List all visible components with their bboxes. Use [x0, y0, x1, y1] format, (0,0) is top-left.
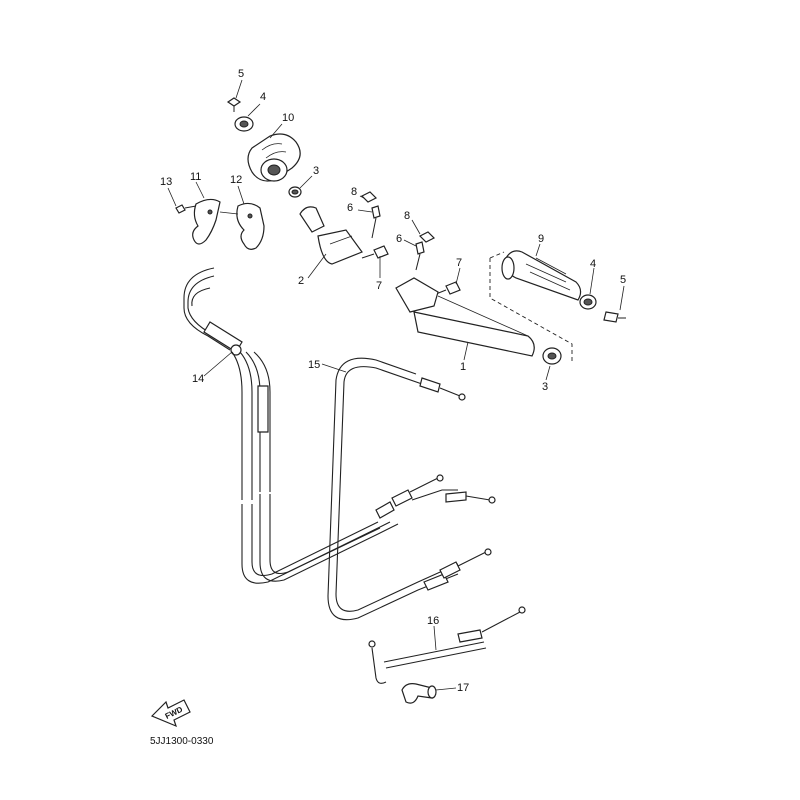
screw-5-right — [603, 311, 626, 323]
bracket-half-12 — [236, 202, 265, 250]
collar-3-upper — [288, 186, 302, 198]
callout-4-right: 4 — [590, 258, 596, 270]
callout-9: 9 — [538, 233, 544, 245]
callout-10: 10 — [282, 112, 294, 124]
handlebar-holder-1 — [395, 277, 535, 357]
callout-6-b: 6 — [396, 233, 402, 245]
cap-8-b — [418, 231, 436, 243]
fwd-arrow-icon: FWD — [150, 699, 191, 728]
callout-15: 15 — [308, 359, 320, 371]
callout-16: 16 — [427, 615, 439, 627]
callout-1: 1 — [460, 361, 466, 373]
callout-14: 14 — [192, 373, 204, 385]
callout-12: 12 — [230, 174, 242, 186]
throttle-cables-14 — [183, 267, 496, 584]
leader-lines — [167, 79, 625, 691]
clutch-cable-15 — [327, 357, 492, 621]
throttle-housing-2 — [299, 206, 363, 265]
bolt-6-b — [415, 241, 425, 271]
drawing-code: 5JJ1300-0330 — [150, 736, 214, 747]
callout-2: 2 — [298, 275, 304, 287]
callout-13: 13 — [160, 176, 172, 188]
grip-bracket-outline — [489, 251, 573, 364]
callout-11: 11 — [190, 171, 201, 183]
callout-5-right: 5 — [620, 274, 626, 286]
callout-8-b: 8 — [404, 210, 410, 222]
bracket-half-11 — [192, 198, 221, 245]
cable-end-17 — [401, 683, 437, 704]
callout-8-a: 8 — [351, 186, 357, 198]
cap-8-a — [360, 191, 378, 203]
callout-5-left: 5 — [238, 68, 244, 80]
throttle-grip-10 — [247, 133, 301, 182]
callout-7-b: 7 — [376, 280, 382, 292]
left-grip-9 — [501, 250, 582, 301]
callout-7-a: 7 — [456, 257, 462, 269]
handlebar-end-3-right — [542, 347, 562, 365]
callout-3-upper: 3 — [313, 165, 319, 177]
screw-5-left — [226, 97, 242, 112]
bolt-6-a — [371, 205, 381, 239]
callout-3-right: 3 — [542, 381, 548, 393]
bolt-7-a — [361, 245, 389, 259]
callout-17: 17 — [457, 682, 469, 694]
callout-6-a: 6 — [347, 202, 353, 214]
cable-16 — [368, 606, 526, 684]
grip-end-4-left — [234, 116, 254, 132]
callout-4-left: 4 — [260, 91, 266, 103]
screw-13 — [175, 204, 197, 214]
callout-labels: 5 4 10 3 13 11 12 8 6 8 6 9 4 5 7 2 7 1 … — [160, 68, 626, 694]
grip-end-4-right — [579, 294, 597, 310]
